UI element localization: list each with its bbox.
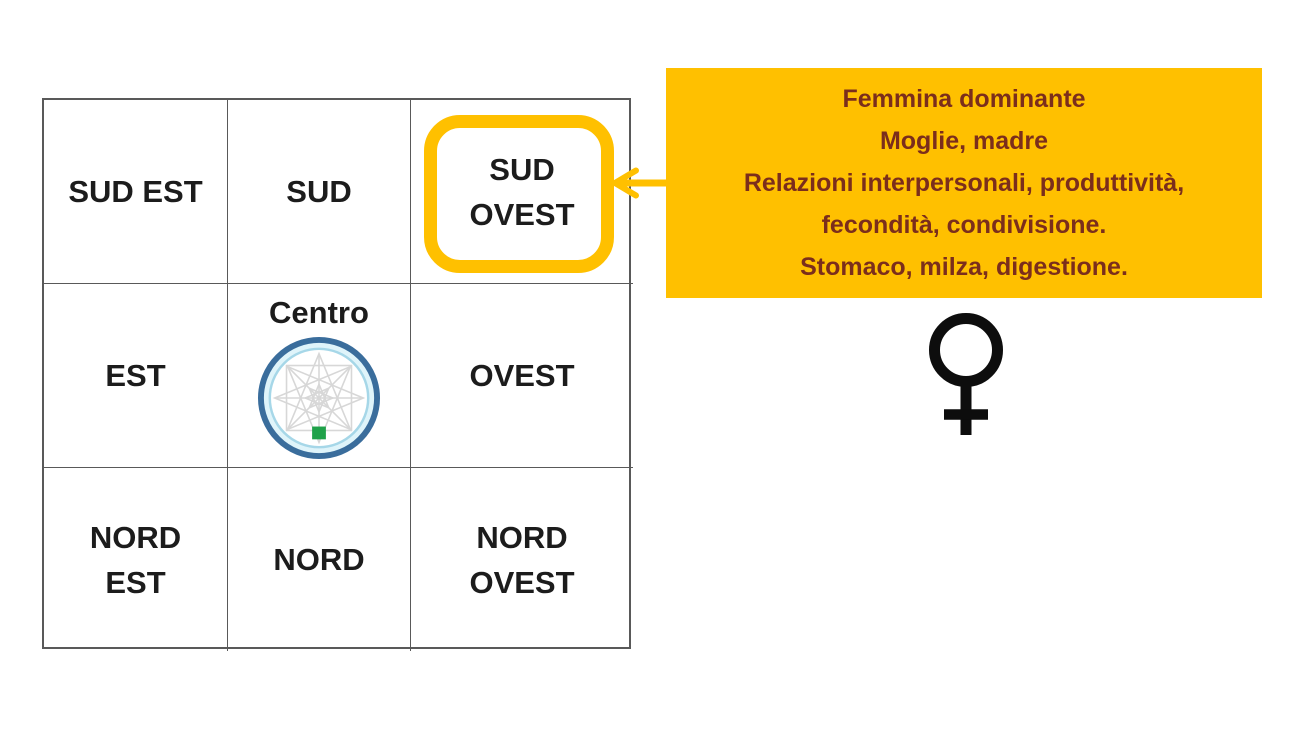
cell-label: OVEST bbox=[469, 353, 574, 398]
callout-line: Moglie, madre bbox=[879, 127, 1049, 155]
cell-nord-ovest: NORD OVEST bbox=[411, 468, 633, 651]
cell-sud-est: SUD EST bbox=[44, 100, 228, 284]
centro-mandala-icon bbox=[257, 336, 381, 460]
cell-label: Centro bbox=[269, 293, 369, 333]
cell-line: SUD bbox=[489, 151, 555, 187]
cell-line: NORD bbox=[89, 519, 182, 555]
cell-label: SUD EST bbox=[68, 169, 202, 214]
cell-label: NORD EST bbox=[90, 515, 181, 605]
cell-label: NORD bbox=[273, 537, 364, 582]
cell-line: OVEST bbox=[469, 196, 575, 232]
cell-label: EST bbox=[105, 353, 165, 398]
cell-line: NORD bbox=[476, 519, 568, 555]
callout-line: Femmina dominante bbox=[842, 85, 1086, 113]
female-symbol-icon bbox=[929, 313, 1003, 435]
cell-line: EST bbox=[105, 358, 166, 393]
cell-label: SUD bbox=[286, 169, 351, 214]
compass-grid: SUD EST SUD SUD OVEST EST bbox=[42, 98, 633, 651]
cell-est: EST bbox=[44, 284, 228, 468]
callout-arrow-icon bbox=[609, 167, 668, 199]
cell-nord-est: NORD EST bbox=[44, 468, 228, 651]
cell-line: OVEST bbox=[469, 358, 575, 393]
cell-label: NORD OVEST bbox=[469, 515, 574, 605]
cell-line: NORD bbox=[273, 542, 365, 577]
cell-line: EST bbox=[105, 564, 166, 600]
callout-line: Stomaco, milza, digestione. bbox=[800, 253, 1128, 281]
callout-line: Relazioni interpersonali, produttività, bbox=[743, 169, 1185, 197]
cell-line: SUD EST bbox=[68, 174, 203, 209]
cell-line: Centro bbox=[269, 295, 369, 330]
callout-box: Femmina dominante Moglie, madre Relazion… bbox=[666, 68, 1262, 298]
cell-sud: SUD bbox=[228, 100, 411, 284]
green-square bbox=[312, 426, 326, 440]
cell-line: SUD bbox=[286, 174, 352, 209]
cell-ovest: OVEST bbox=[411, 284, 633, 468]
cell-line: OVEST bbox=[469, 564, 575, 600]
callout-line: fecondità, condivisione. bbox=[821, 211, 1107, 239]
cell-label: SUD OVEST bbox=[469, 147, 574, 237]
cell-sud-ovest: SUD OVEST bbox=[411, 100, 633, 284]
cell-nord: NORD bbox=[228, 468, 411, 651]
cell-centro: Centro bbox=[228, 284, 411, 468]
